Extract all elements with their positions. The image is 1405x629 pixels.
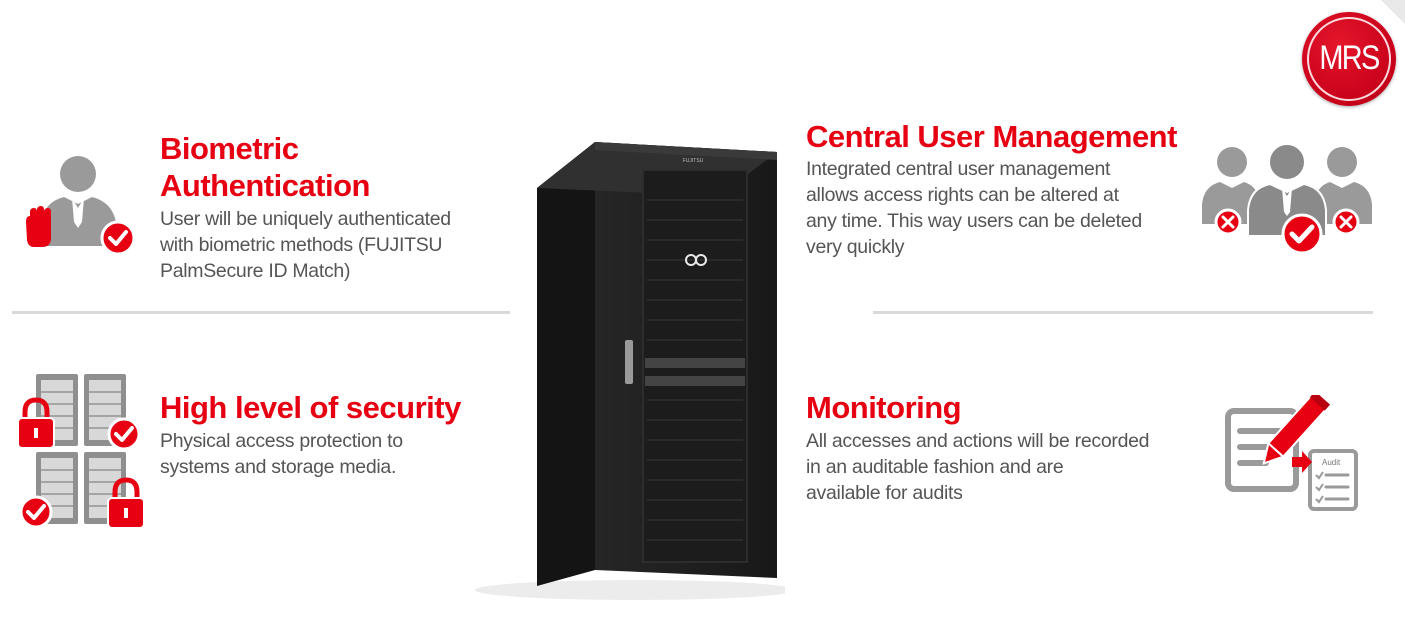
mrs-logo: MRS xyxy=(1302,12,1396,106)
server-rack-image: FUJITSU xyxy=(475,142,785,600)
rack-brand-text: FUJITSU xyxy=(683,158,704,164)
audit-label: Audit xyxy=(1322,458,1341,467)
corner-decoration xyxy=(1381,0,1405,24)
monitoring-title: Monitoring xyxy=(806,390,962,425)
security-desc-line2: systems and storage media. xyxy=(160,456,397,478)
logo-text: MRS xyxy=(1319,39,1380,77)
central-desc-line2: allows access rights can be altered at xyxy=(806,184,1119,206)
divider-right xyxy=(873,311,1373,314)
biometric-desc-line1: User will be uniquely authenticated xyxy=(160,208,451,230)
biometric-desc-line3: PalmSecure ID Match) xyxy=(160,260,351,282)
security-desc-line1: Physical access protection to xyxy=(160,430,403,452)
biometric-title-line1: Biometric xyxy=(160,131,299,166)
security-title: High level of security xyxy=(160,390,461,425)
divider-left xyxy=(12,311,510,314)
user-group-check-icon xyxy=(1202,143,1372,255)
user-hand-check-icon xyxy=(26,156,136,256)
monitoring-desc-line2: in an auditable fashion and are xyxy=(806,456,1064,478)
central-desc-line4: very quickly xyxy=(806,236,905,258)
audit-document-pen-icon: Audit xyxy=(1225,395,1358,511)
monitoring-desc-line1: All accesses and actions will be recorde… xyxy=(806,430,1150,452)
monitoring-desc-line3: available for audits xyxy=(806,482,963,504)
central-desc-line1: Integrated central user management xyxy=(806,158,1111,180)
biometric-title-line2: Authentication xyxy=(160,168,371,203)
central-desc-line3: any time. This way users can be deleted xyxy=(806,210,1142,232)
server-locks-icon xyxy=(17,374,145,529)
central-title: Central User Management xyxy=(806,119,1177,154)
biometric-desc-line2: with biometric methods (FUJITSU xyxy=(160,234,443,256)
